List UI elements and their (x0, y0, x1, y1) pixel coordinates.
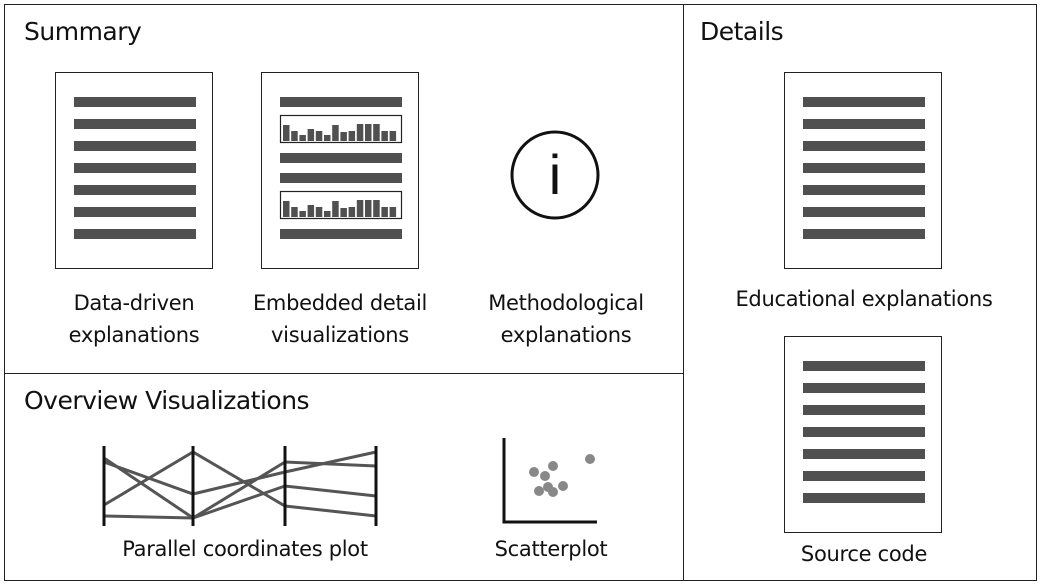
source-code-label: Source code (800, 542, 928, 566)
educational-document-icon (784, 72, 942, 269)
embedded-detail-label: Embedded detail visualizations (252, 291, 428, 347)
data-driven-label: Data-driven explanations (68, 291, 200, 347)
sparkline-icon (279, 190, 403, 220)
embedded-visualization-document-icon (261, 72, 419, 269)
overview-panel: Overview Visualizations Parallel coordin… (4, 373, 684, 581)
educational-label: Educational explanations (735, 287, 993, 311)
summary-title: Summary (24, 17, 142, 46)
info-icon (510, 130, 600, 220)
data-driven-document-icon (55, 72, 213, 269)
info-glyph: i (548, 143, 562, 206)
details-title: Details (700, 17, 784, 46)
parallel-coordinates-label: Parallel coordinates plot (122, 537, 368, 561)
source-code-document-icon (784, 336, 942, 533)
methodological-label: Methodological explanations (488, 291, 644, 347)
parallel-coordinates-icon (102, 446, 378, 526)
summary-panel: Summary Data-driven explanations Embedde… (4, 4, 684, 374)
sparkline-icon (279, 114, 403, 144)
scatterplot-label: Scatterplot (494, 537, 608, 561)
overview-title: Overview Visualizations (24, 386, 310, 415)
details-panel: Details Educational explanations Source … (683, 4, 1037, 581)
scatterplot-icon (502, 438, 597, 524)
